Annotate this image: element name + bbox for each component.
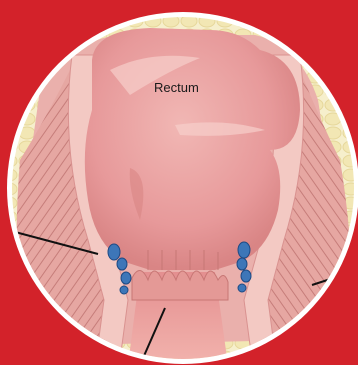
hemorrhoid-vein-icon xyxy=(108,244,120,260)
hemorrhoid-vein-icon xyxy=(121,272,131,284)
rectum-label: Rectum xyxy=(154,80,199,95)
hemorrhoid-vein-icon xyxy=(237,258,247,270)
rectum-chamber xyxy=(85,28,300,270)
hemorrhoid-vein-icon xyxy=(238,284,246,292)
hemorrhoid-vein-icon xyxy=(120,286,128,294)
hemorrhoid-vein-icon xyxy=(117,258,127,270)
hemorrhoid-vein-icon xyxy=(241,270,251,282)
hemorrhoid-vein-icon xyxy=(238,242,250,258)
